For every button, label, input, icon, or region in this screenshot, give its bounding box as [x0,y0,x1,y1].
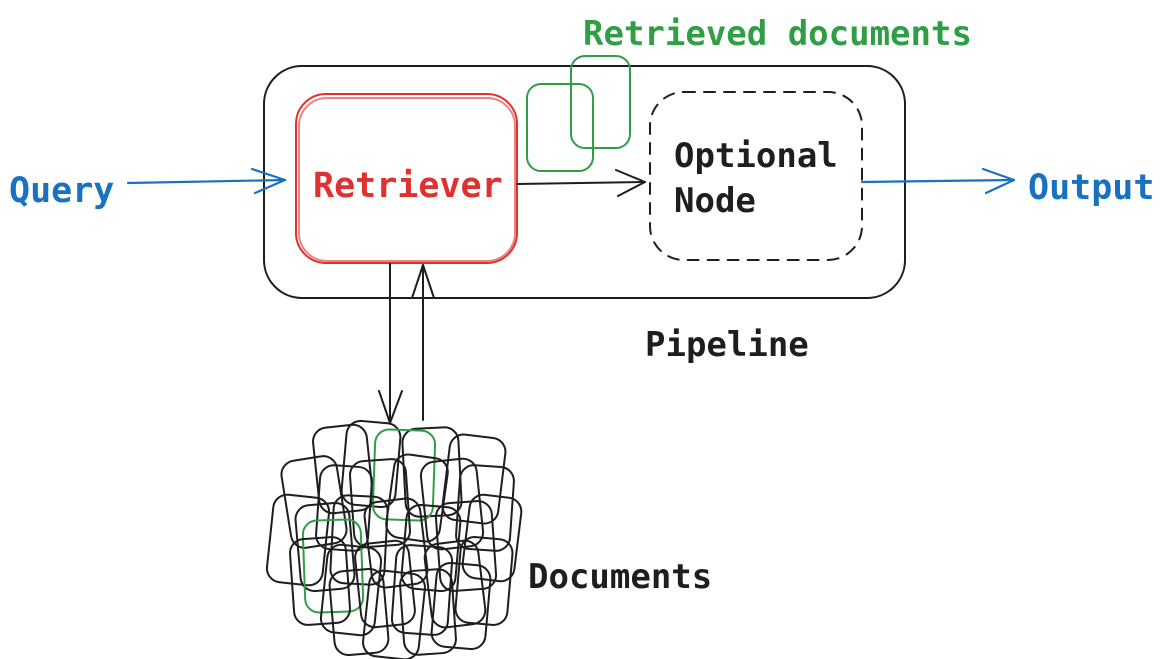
document-rect [349,458,411,548]
documents-label: Documents [528,557,712,597]
document-rect [399,568,457,656]
document-rect [430,561,492,651]
retriever-label: Retriever [313,166,503,206]
document-rect [385,453,449,543]
query-arrow [126,167,287,195]
document-rect [401,426,463,518]
retrieved-documents-label: Retrieved documents [583,14,972,54]
document-rect [319,543,383,637]
document-rect [455,464,515,552]
document-rect [441,433,507,525]
document-rect [390,544,454,636]
document-rect [328,567,390,657]
highlighted-document-rect [371,428,437,522]
output-arrow [860,167,1016,195]
document-rect [363,497,429,589]
retrieved-document-rect [570,55,631,149]
optional-node-label-line2: Node [674,181,756,221]
optional-node-label-line1: Optional [674,136,838,176]
document-rect [340,419,402,509]
document-rect [362,569,426,659]
document-rect [265,493,331,587]
document-rect [423,539,487,629]
pipeline-label: Pipeline [645,325,809,365]
document-rect [461,493,523,583]
documents-to-retriever-arrow [411,264,435,421]
document-rect [280,455,348,549]
retriever-box-sketch-stroke [298,97,516,262]
query-label: Query [9,171,114,211]
output-label: Output [1028,168,1154,208]
retrieved-document-rect [526,83,594,172]
document-rect [294,501,356,593]
retriever-to-optional-arrow [516,169,646,197]
documents-cluster [265,419,523,659]
retriever-to-documents-arrow [378,263,403,424]
document-rect [454,536,514,626]
highlighted-document-rect [301,518,365,614]
retriever-box [295,93,518,264]
document-rect [354,539,416,629]
retrieved-documents-group [526,55,631,172]
optional-node-box [649,91,863,261]
document-rect [315,464,373,552]
